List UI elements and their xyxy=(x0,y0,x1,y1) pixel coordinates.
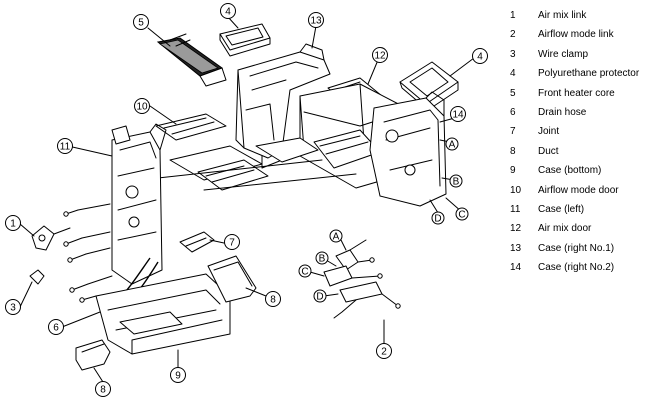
legend-part-name: Front heater core xyxy=(538,87,615,99)
legend-number: 9 xyxy=(510,165,516,177)
svg-text:6: 6 xyxy=(53,323,59,334)
marker-b-link: B xyxy=(315,251,329,265)
legend-number: 8 xyxy=(510,145,516,157)
svg-text:C: C xyxy=(458,210,465,221)
callout-5: 5 xyxy=(133,14,149,30)
callout-4-right: 4 xyxy=(472,48,488,64)
legend-part-name: Airflow mode door xyxy=(538,184,619,196)
svg-text:14: 14 xyxy=(452,110,464,121)
case-bottom xyxy=(95,273,231,355)
callout-7: 7 xyxy=(224,234,240,250)
callout-10: 10 xyxy=(134,98,150,114)
callout-14: 14 xyxy=(450,106,466,122)
callout-13: 13 xyxy=(308,12,324,28)
legend-part-name: Air mix door xyxy=(538,223,592,235)
svg-text:1: 1 xyxy=(10,219,16,230)
air-mix-link xyxy=(31,225,71,251)
airflow-mode-link xyxy=(323,239,401,319)
svg-text:5: 5 xyxy=(138,18,144,29)
callout-8-left: 8 xyxy=(95,381,111,397)
wire-clamp xyxy=(29,269,45,285)
callout-12: 12 xyxy=(372,47,388,63)
case-right-no2 xyxy=(369,91,447,207)
legend-part-name: Polyurethane protector xyxy=(538,68,640,80)
legend-number: 3 xyxy=(510,48,516,60)
airflow-mode-door xyxy=(155,113,227,141)
legend-part-name: Drain hose xyxy=(538,107,587,118)
polyurethane-protector-left xyxy=(219,23,271,57)
svg-text:D: D xyxy=(316,292,323,303)
legend-number: 2 xyxy=(510,29,516,41)
joint xyxy=(179,231,215,253)
marker-c-case: C xyxy=(455,207,469,221)
svg-text:12: 12 xyxy=(374,51,386,62)
marker-d-link: D xyxy=(313,289,327,303)
svg-text:4: 4 xyxy=(225,7,231,18)
svg-text:B: B xyxy=(319,254,326,265)
legend-part-name: Wire clamp xyxy=(538,48,589,60)
marker-a-case: A xyxy=(445,137,459,151)
legend-number: 4 xyxy=(510,68,516,80)
legend-part-name: Case (bottom) xyxy=(538,165,602,177)
svg-text:2: 2 xyxy=(381,347,387,358)
svg-text:B: B xyxy=(453,177,460,188)
duct-right xyxy=(207,255,257,303)
legend-number: 6 xyxy=(510,107,516,118)
svg-text:7: 7 xyxy=(229,238,235,249)
callout-2: 2 xyxy=(376,343,392,359)
legend-part-name: Air mix link xyxy=(538,10,587,21)
legend-number: 1 xyxy=(510,10,516,21)
case-right-no1 xyxy=(235,43,331,169)
svg-text:A: A xyxy=(449,140,456,151)
case-left xyxy=(111,123,167,285)
legend-part-name: Case (right No.2) xyxy=(538,262,615,274)
legend-part-name: Case (left) xyxy=(538,204,585,215)
callout-6: 6 xyxy=(48,319,64,335)
svg-text:11: 11 xyxy=(60,142,71,153)
case-middle-plates xyxy=(157,145,357,191)
front-heater-core xyxy=(156,33,227,87)
svg-text:A: A xyxy=(333,232,340,243)
legend-number: 7 xyxy=(510,126,516,138)
screws-left xyxy=(63,203,113,303)
leader-lines xyxy=(19,16,475,383)
svg-text:8: 8 xyxy=(100,385,106,396)
legend-number: 13 xyxy=(510,242,522,254)
svg-text:C: C xyxy=(301,267,308,278)
svg-text:4: 4 xyxy=(477,52,483,63)
legend-part-name: Joint xyxy=(538,126,560,138)
callout-9: 9 xyxy=(170,367,186,383)
legend-number: 5 xyxy=(510,87,516,99)
svg-text:10: 10 xyxy=(136,102,148,113)
svg-text:3: 3 xyxy=(10,303,16,314)
duct-lower-left xyxy=(75,339,111,371)
marker-d-case: D xyxy=(431,211,445,225)
legend-number: 10 xyxy=(510,184,522,196)
svg-text:13: 13 xyxy=(310,16,322,27)
legend-number: 12 xyxy=(510,223,522,235)
svg-text:8: 8 xyxy=(270,295,276,306)
callout-8-right: 8 xyxy=(265,291,281,307)
marker-c-link: C xyxy=(298,264,312,278)
legend-number: 14 xyxy=(510,262,522,274)
legend-part-name: Airflow mode link xyxy=(538,29,614,41)
marker-a-link: A xyxy=(329,229,343,243)
legend-part-name: Duct xyxy=(538,145,559,157)
callout-3: 3 xyxy=(5,299,21,315)
marker-b-case: B xyxy=(449,174,463,188)
legend-number: 11 xyxy=(510,204,521,215)
callout-11: 11 xyxy=(57,138,73,154)
callout-4-left: 4 xyxy=(220,3,236,19)
legend-part-name: Case (right No.1) xyxy=(538,242,615,254)
callout-1: 1 xyxy=(5,215,21,231)
svg-text:9: 9 xyxy=(175,371,181,382)
svg-text:D: D xyxy=(434,214,441,225)
